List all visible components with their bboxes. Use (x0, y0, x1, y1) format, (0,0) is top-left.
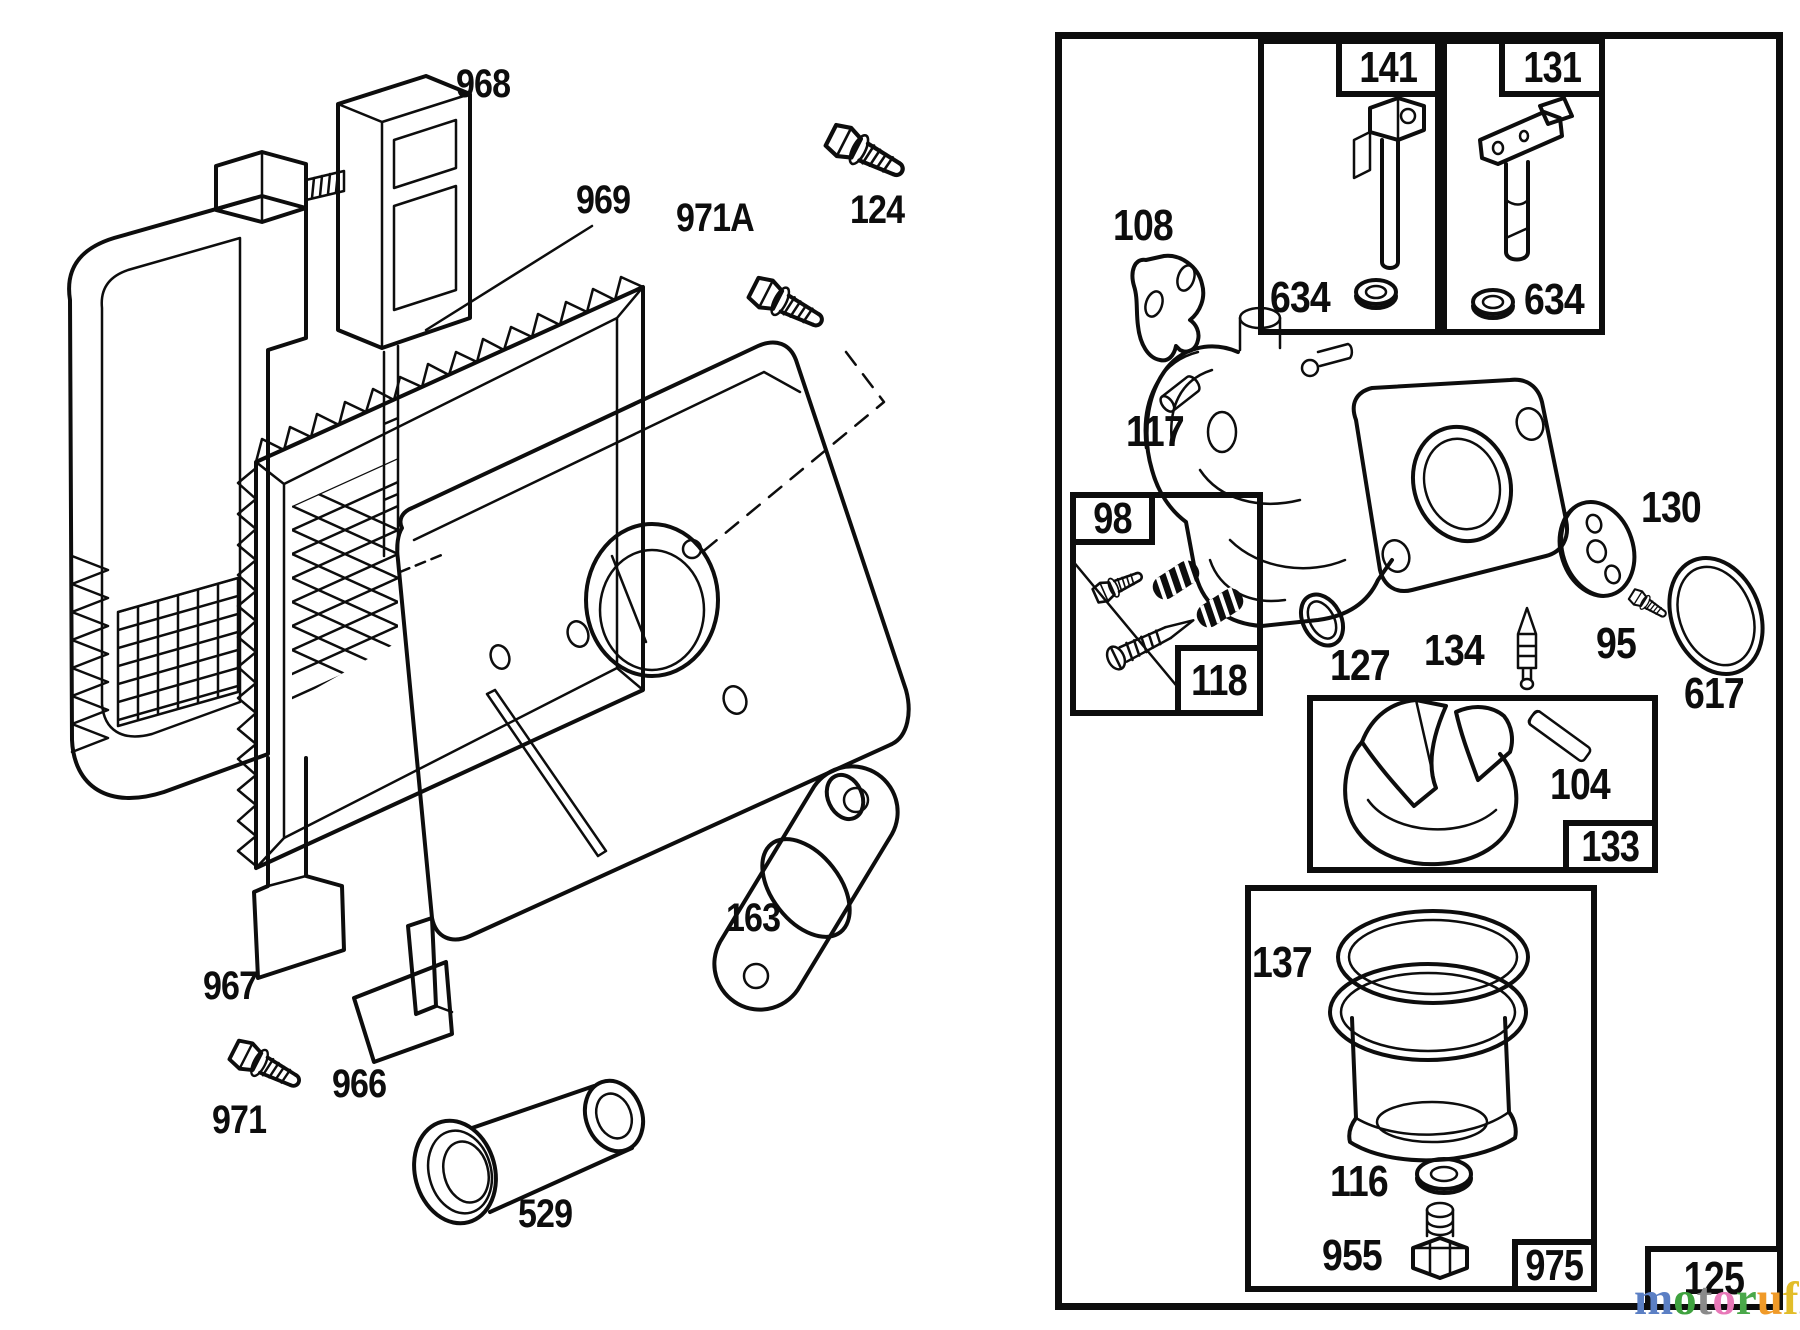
slide-133-drawing (1343, 698, 1592, 867)
box-label-133: 133 (1563, 820, 1658, 873)
screw-971a-drawing (744, 272, 831, 338)
valve-141-drawing (1352, 96, 1426, 310)
part-label-116: 116 (1330, 1157, 1389, 1206)
watermark-letter: o (1712, 1273, 1736, 1325)
part-label-971: 971 (212, 1098, 267, 1142)
filter-element-drawing (236, 275, 645, 870)
watermark-letter: u (1756, 1273, 1783, 1325)
watermark-letter: r (1735, 1273, 1757, 1325)
box-98-outline (1070, 492, 1263, 716)
screw-971-drawing (225, 1035, 307, 1098)
box-133-outline (1307, 695, 1658, 873)
part-label-137: 137 (1252, 938, 1313, 987)
box-label-975: 975 (1512, 1239, 1597, 1292)
part-label-130: 130 (1641, 483, 1702, 532)
part-label-617: 617 (1684, 669, 1745, 718)
part-label-134: 134 (1424, 626, 1485, 675)
air-cleaner-cover-967-drawing (67, 150, 346, 980)
float-bowl-137-drawing (1328, 909, 1530, 1280)
needle-134-drawing (1516, 606, 1538, 691)
part-label-955: 955 (1322, 1231, 1383, 1280)
seal-127-drawing (1298, 592, 1346, 648)
bracket-968-drawing (336, 74, 472, 558)
part-label-108: 108 (1113, 201, 1174, 250)
box-label-118: 118 (1175, 645, 1263, 716)
part-label-971a: 971A (676, 196, 755, 240)
plate-108-drawing (1130, 253, 1206, 363)
watermark-suffix: .de (1798, 1297, 1800, 1319)
part-label-966: 966 (332, 1062, 387, 1106)
part-label-104: 104 (1550, 760, 1611, 809)
backplate-966-drawing (352, 340, 911, 1064)
carburetor-body-drawing (1143, 306, 1569, 628)
motoruf-watermark: motoruf.de (1634, 1276, 1800, 1323)
watermark-letter: f (1782, 1273, 1799, 1325)
part-label-968: 968 (456, 62, 511, 106)
oring-617-drawing (1667, 555, 1765, 677)
watermark-letter: t (1696, 1273, 1713, 1325)
watermark-letter: m (1634, 1273, 1674, 1325)
box-137-outline (1245, 885, 1597, 1292)
breather-tube-529-drawing (412, 1078, 646, 1226)
part-label-634-right: 634 (1524, 275, 1585, 324)
part-label-967: 967 (203, 964, 258, 1008)
gasket-163-drawing (712, 764, 900, 1012)
box-label-98: 98 (1070, 492, 1155, 545)
part-label-127: 127 (1330, 641, 1391, 690)
screw-124-drawing (824, 121, 909, 185)
disc-130-drawing (1557, 500, 1637, 598)
leader-lines (424, 224, 886, 556)
box-label-141: 141 (1336, 38, 1441, 97)
part-label-529: 529 (518, 1192, 573, 1236)
choke-shaft-131-drawing (1471, 96, 1574, 320)
box-label-125: 125 (1645, 1246, 1783, 1310)
part-label-634-left: 634 (1270, 273, 1331, 322)
part-label-124: 124 (850, 188, 905, 232)
part-label-969: 969 (576, 178, 631, 222)
watermark-letter: o (1673, 1273, 1697, 1325)
part-label-117: 117 (1126, 407, 1185, 456)
part-label-95: 95 (1596, 619, 1637, 668)
part-label-163: 163 (726, 896, 781, 940)
box-label-131: 131 (1499, 38, 1605, 97)
right-panel-frame (1055, 32, 1783, 1310)
